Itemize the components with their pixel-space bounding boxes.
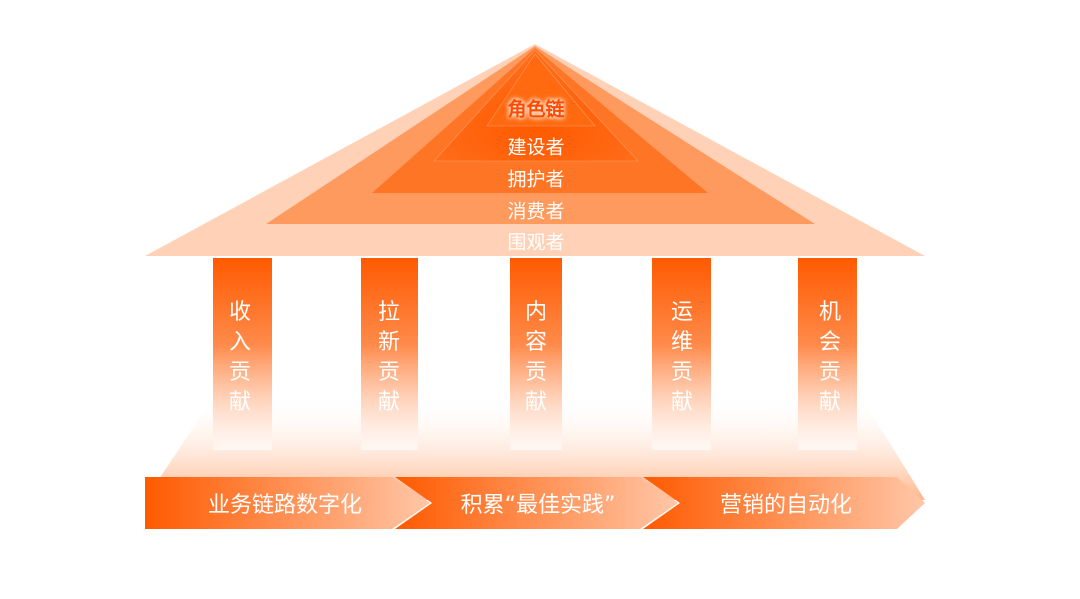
pillar-label-operations: 运维贡献 xyxy=(670,300,693,415)
pillar-3 xyxy=(510,258,562,450)
foundation-arrow-2 xyxy=(395,477,678,529)
level-onlooker: 围观者 xyxy=(507,231,565,254)
pillars xyxy=(213,258,857,450)
roof-top xyxy=(486,53,596,127)
pyramid-title: 角色链 xyxy=(507,98,565,121)
foundation-label-3: 营销的自动化 xyxy=(719,493,853,518)
pillar-label-acquisition: 拉新贡献 xyxy=(377,300,400,415)
foundation-label-2: 积累“最佳实践” xyxy=(460,493,616,518)
foundation-arrow-1 xyxy=(145,477,430,529)
level-advocate: 拥护者 xyxy=(507,168,565,191)
pillar-label-revenue: 收入贡献 xyxy=(228,300,251,415)
pillar-4 xyxy=(652,258,711,450)
level-consumer: 消费者 xyxy=(507,200,565,223)
foundation-arrow-3 xyxy=(643,477,925,529)
level-builder: 建设者 xyxy=(507,136,565,159)
pillar-label-content: 内容贡献 xyxy=(524,300,547,415)
foundation-label-1: 业务链路数字化 xyxy=(207,493,363,518)
pillar-label-opportunity: 机会贡献 xyxy=(818,300,841,415)
pillar-5 xyxy=(798,258,857,450)
pillar-2 xyxy=(361,258,418,450)
pillar-1 xyxy=(213,258,272,450)
